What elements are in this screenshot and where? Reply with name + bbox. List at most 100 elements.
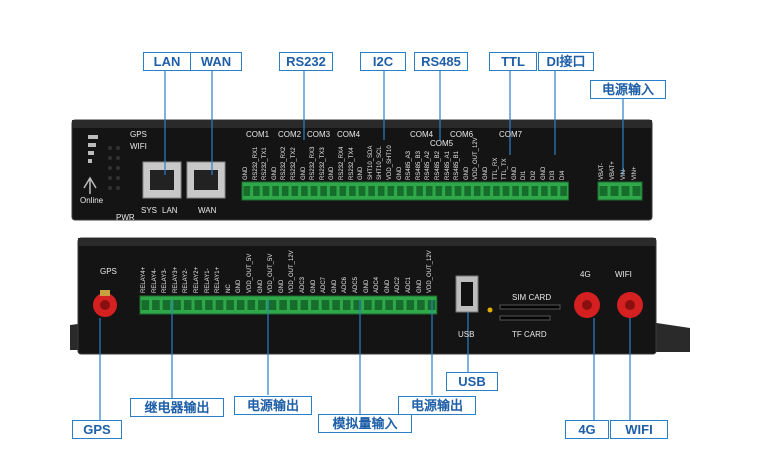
- top-terminal-slot: [541, 186, 548, 196]
- sim-card-label: SIM CARD: [512, 293, 552, 302]
- top-pin-label: GND: [300, 166, 307, 180]
- top-terminal-slot: [329, 186, 337, 196]
- top-terminal-slot: [262, 186, 270, 196]
- com4a-label: COM4: [337, 130, 361, 139]
- gps-port-label: GPS: [100, 267, 117, 276]
- bottom-terminal-slot: [353, 300, 362, 310]
- wan-port-label: WAN: [198, 206, 217, 215]
- bottom-terminal-slot: [321, 300, 330, 310]
- top-pin-label: GND: [511, 166, 518, 180]
- top-pin-label: DI2: [531, 170, 537, 180]
- 4g-antenna: [574, 292, 600, 318]
- sys-label: SYS: [141, 206, 158, 215]
- bottom-terminal-slot: [374, 300, 383, 310]
- bottom-pin-label: ADC2: [395, 276, 402, 293]
- top-pin-label: DI4: [559, 170, 566, 180]
- bottom-pin-label: ADC7: [321, 276, 328, 293]
- bottom-pin-label: RELAY2-: [183, 268, 190, 293]
- top-terminal-slot: [406, 186, 414, 196]
- di-callout: DI接口: [538, 52, 594, 71]
- top-pin-label: RS485_B2: [435, 150, 441, 180]
- com1-label: COM1: [246, 130, 270, 139]
- bottom-pin-label: RELAY4-: [151, 268, 158, 293]
- top-terminal-slot: [464, 186, 471, 196]
- power-input-callout: 电源输入: [590, 80, 666, 99]
- wan-callout: WAN: [190, 52, 242, 71]
- bottom-pin-label: VDD_OUT_5V: [247, 253, 253, 293]
- bottom-pin-label: VDD_OUT_12V: [289, 250, 296, 293]
- top-pin-label: RS485_A2: [425, 150, 432, 180]
- top-pin-label: RS485_A1: [444, 150, 451, 180]
- top-terminal-slot: [493, 186, 500, 196]
- bottom-pin-label: GND: [310, 279, 317, 293]
- bottom-pin-label: ADC3: [300, 276, 306, 293]
- bottom-terminal-slot: [183, 300, 192, 310]
- top-pin-label: DI1: [521, 170, 528, 180]
- wan-port: [186, 161, 226, 199]
- rs232-callout: RS232: [279, 52, 333, 71]
- 4g-port-label: 4G: [580, 270, 591, 279]
- bottom-terminal-slot: [300, 300, 309, 310]
- com5-label: COM5: [430, 139, 454, 148]
- bottom-terminal-slot: [364, 300, 372, 310]
- bottom-terminal-slot: [173, 300, 181, 310]
- bottom-terminal-slot: [406, 300, 415, 310]
- top-terminal-slot: [301, 186, 308, 196]
- bottom-terminal-slot: [162, 300, 171, 310]
- bottom-pin-label: GND: [384, 279, 391, 293]
- bottom-terminal-slot: [226, 300, 234, 310]
- top-pin-label: VDD_SHT10: [387, 145, 393, 180]
- gps-antenna: [93, 290, 117, 317]
- bottom-pin-label: GND: [257, 279, 264, 293]
- power-terminal-slot: [632, 186, 641, 196]
- bottom-terminal-slot: [289, 300, 298, 310]
- bottom-terminal-slot: [311, 300, 319, 310]
- bottom-terminal-slot: [417, 300, 425, 310]
- top-terminal-slot: [397, 186, 404, 196]
- top-terminal-slot: [416, 186, 423, 196]
- power-pin-label: VBAT-: [599, 163, 605, 180]
- top-pin-label: RS232_TX2: [291, 147, 297, 180]
- top-terminal-slot: [281, 186, 289, 196]
- power-output-callout-2: 电源输出: [398, 396, 476, 415]
- top-pin-label: SHT10_SDA: [367, 145, 374, 180]
- pwr-label: PWR: [116, 213, 135, 222]
- power-pin-label: VIN+: [632, 166, 638, 180]
- analog-input-callout: 模拟量输入: [318, 414, 412, 433]
- top-pin-label: RS485_B1: [454, 150, 461, 180]
- top-pin-label: RS232_RX1: [252, 146, 259, 180]
- top-pin-label: GND: [271, 166, 278, 180]
- bottom-terminal-slot: [342, 300, 351, 310]
- top-terminal-slot: [339, 186, 347, 196]
- top-pin-label: RS232_TX4: [348, 147, 355, 180]
- top-terminal-slot: [473, 186, 481, 196]
- top-terminal-slot: [435, 186, 443, 196]
- top-terminal-slot: [531, 186, 539, 196]
- top-pin-label: GND: [396, 166, 403, 180]
- bottom-pin-label: ADC6: [342, 276, 349, 293]
- wifi-antenna: [617, 292, 643, 318]
- top-terminal-slot: [320, 186, 327, 196]
- power-pin-label: VIN-: [621, 168, 627, 180]
- top-terminal-slot: [521, 186, 529, 196]
- power-output-callout-1: 电源输出: [234, 396, 312, 415]
- wifi-indicator-label: WIFI: [130, 142, 147, 151]
- bottom-terminal-slot: [395, 300, 404, 310]
- lan-callout: LAN: [143, 52, 191, 71]
- com2-label: COM2: [278, 130, 302, 139]
- tf-card-label: TF CARD: [512, 330, 547, 339]
- lan-port: [142, 161, 182, 199]
- com7-label: COM7: [499, 130, 523, 139]
- bottom-pin-label: VDD_OUT_12V: [427, 250, 434, 293]
- top-pin-label: RS232_RX4: [339, 146, 345, 180]
- bottom-pin-label: RELAY4+: [141, 266, 147, 293]
- i2c-callout: I2C: [360, 52, 406, 71]
- usb-callout: USB: [446, 372, 498, 391]
- bottom-pin-label: RELAY3-: [162, 268, 169, 293]
- bottom-pin-label: RELAY3+: [172, 266, 179, 293]
- top-terminal-slot: [454, 186, 462, 196]
- bottom-terminal-slot: [236, 300, 245, 310]
- bottom-terminal-slot: [258, 300, 266, 310]
- bottom-terminal-block: [139, 295, 438, 315]
